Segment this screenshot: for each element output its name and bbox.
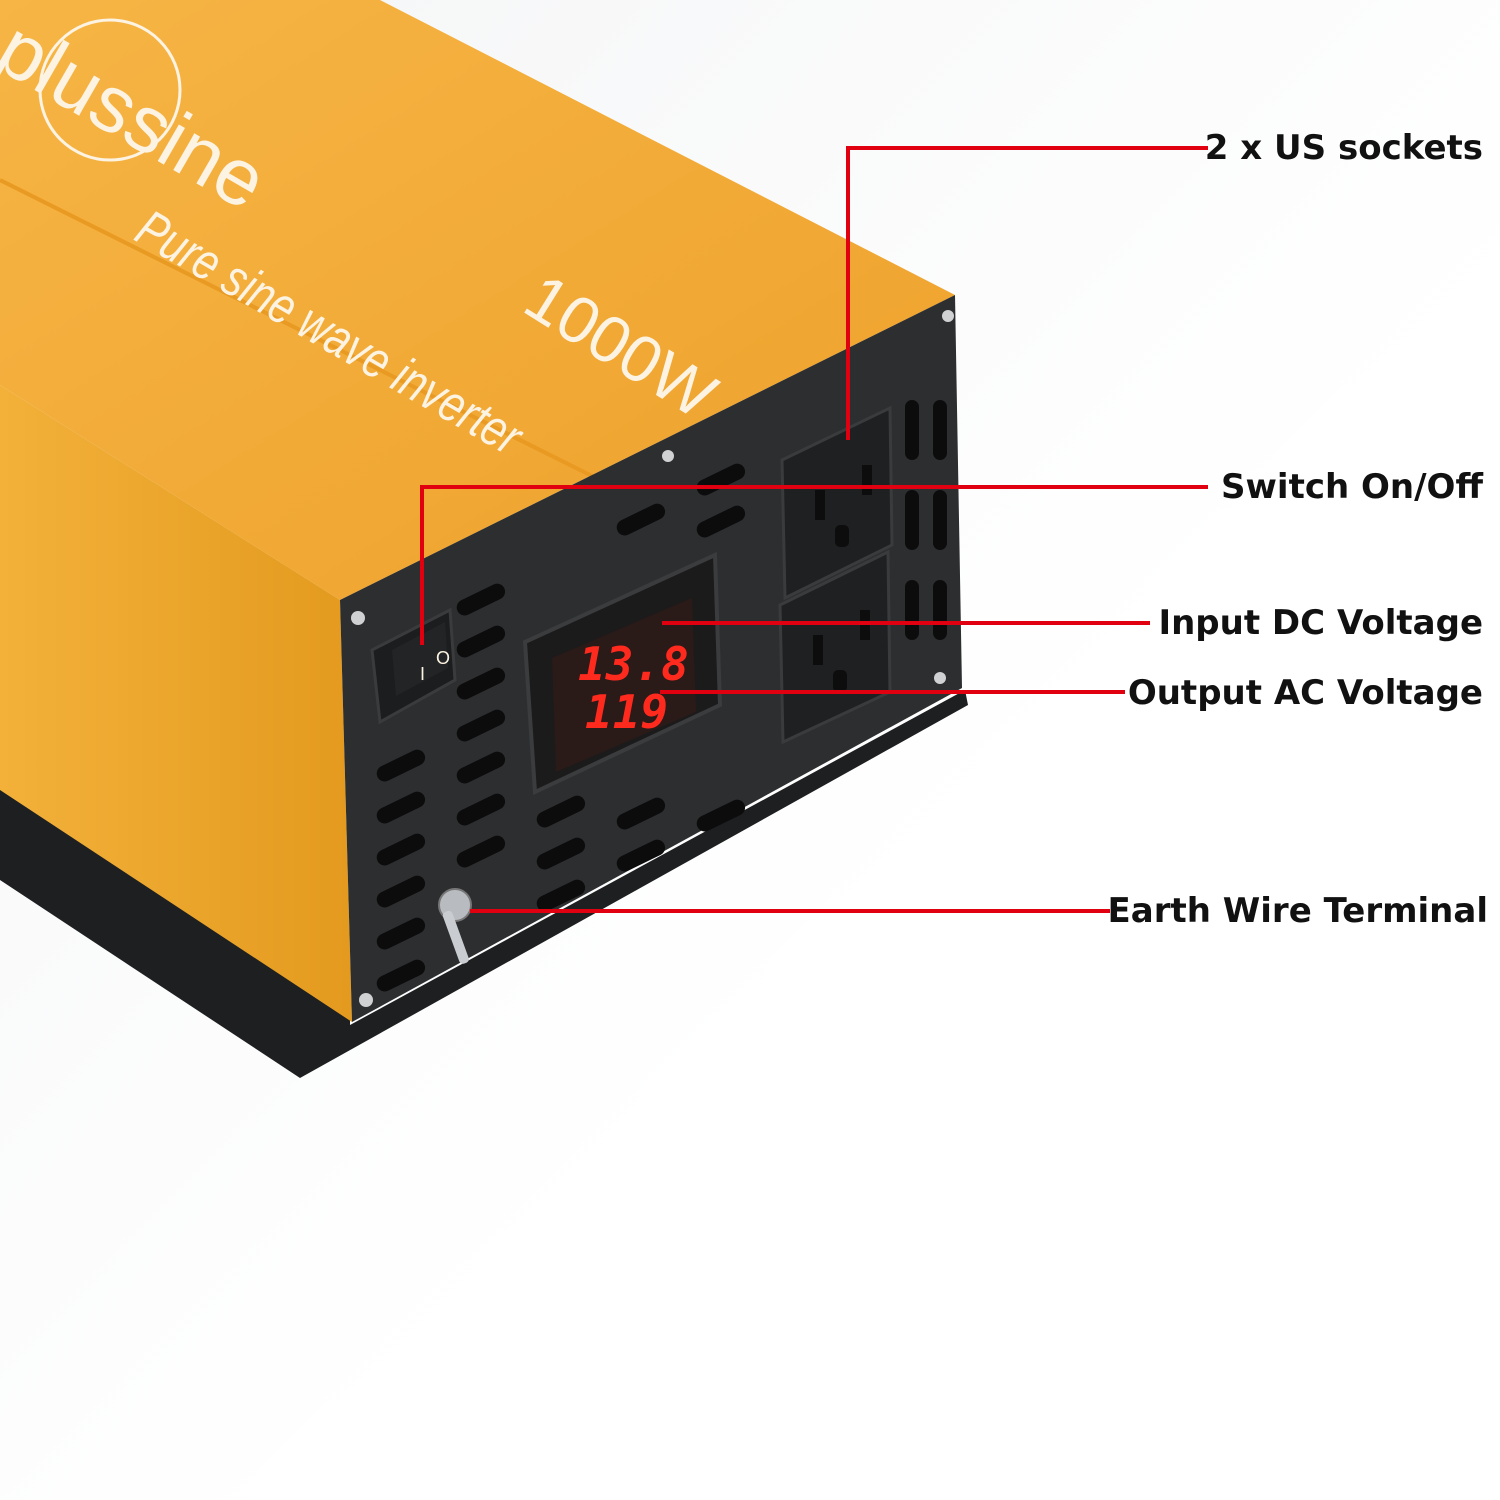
vent-slot	[933, 400, 947, 460]
inverter-top	[0, 0, 955, 600]
callout-label-earth: Earth Wire Terminal	[1108, 891, 1488, 931]
vent-slot	[376, 749, 426, 782]
callout-label-output-ac: Output AC Voltage	[1128, 673, 1483, 713]
output-ac-readout: 119	[585, 685, 668, 739]
mounting-flange	[0, 690, 968, 1078]
vent-slot	[376, 959, 426, 992]
voltage-display: 13.8 119	[522, 551, 723, 796]
callout-label-switch: Switch On/Off	[1221, 467, 1483, 507]
vent-slot	[536, 879, 586, 912]
vent-slot	[536, 795, 586, 828]
vent-slot	[376, 791, 426, 824]
vent-slot	[696, 799, 746, 832]
callout-line-sockets	[846, 146, 1208, 440]
vent-slot	[933, 490, 947, 550]
vent-slot	[905, 490, 919, 550]
us-sockets[interactable]	[778, 405, 894, 745]
vent-slot	[456, 709, 506, 742]
vent-slot	[616, 839, 666, 872]
callout-line-switch	[420, 485, 1208, 645]
callout-label-sockets: 2 x US sockets	[1205, 128, 1483, 168]
screws	[351, 310, 954, 1007]
vent-slot	[536, 837, 586, 870]
top-ridge	[0, 178, 601, 482]
vent-slot	[456, 583, 506, 616]
vent-slot	[456, 625, 506, 658]
callout-label-input-dc: Input DC Voltage	[1158, 603, 1483, 643]
vent-slot	[616, 797, 666, 830]
vent-slot	[616, 503, 666, 536]
vent-slots	[376, 400, 947, 992]
switch-on-symbol: I	[420, 664, 425, 684]
vent-slot	[905, 580, 919, 640]
vent-slot	[376, 875, 426, 908]
inverter-side	[0, 385, 352, 1022]
vent-slot	[376, 833, 426, 866]
vent-slot	[456, 667, 506, 700]
vent-slot	[456, 793, 506, 826]
vent-slot	[905, 400, 919, 460]
vent-slot	[696, 505, 746, 538]
switch-off-symbol: O	[436, 648, 450, 668]
vent-slot	[456, 751, 506, 784]
callout-lines	[420, 146, 1208, 913]
input-dc-readout: 13.8	[578, 637, 689, 691]
vent-slot	[456, 835, 506, 868]
vent-slot	[376, 917, 426, 950]
vent-slot	[933, 580, 947, 640]
earth-wire-terminal[interactable]	[438, 888, 472, 965]
